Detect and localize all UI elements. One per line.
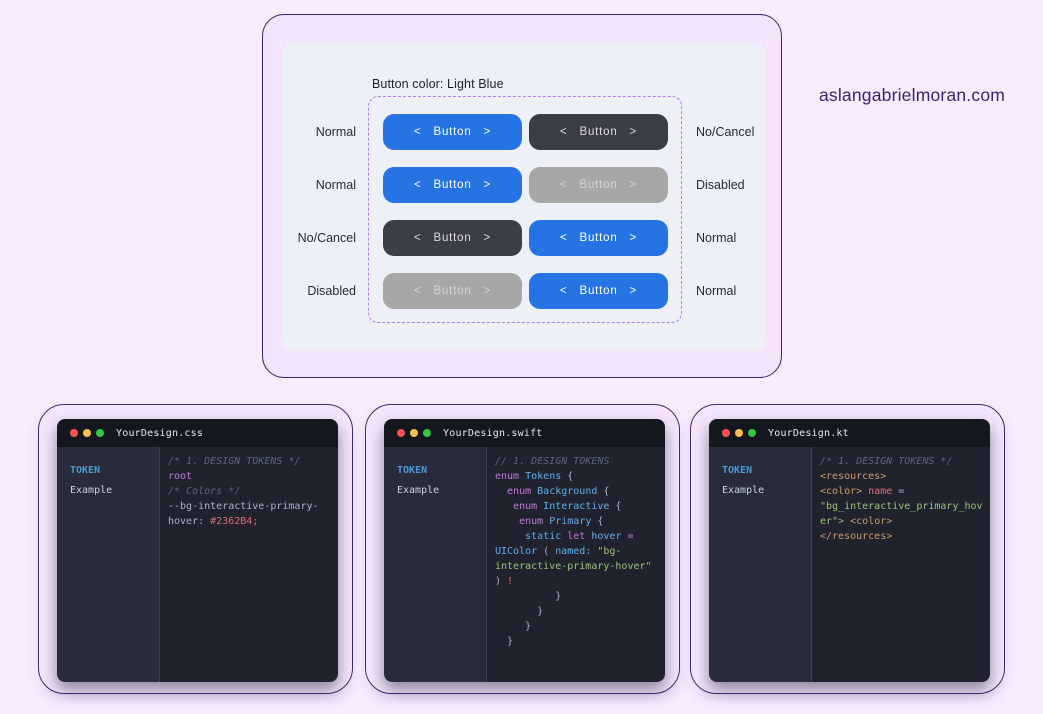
sidebar-item-example[interactable]: Example — [397, 485, 440, 496]
code-line: enum Interactive { — [513, 501, 622, 512]
sidebar-item-token[interactable]: TOKEN — [722, 465, 753, 476]
code-line: } — [495, 591, 562, 602]
demo-button[interactable]: < Button > — [383, 167, 522, 203]
sidebar-item-token[interactable]: TOKEN — [397, 465, 428, 476]
state-label-right: Normal — [696, 284, 737, 298]
code-window: YourDesign.kt TOKEN Example /* 1. DESIGN … — [709, 419, 990, 682]
code-line: <color> name = — [820, 486, 905, 497]
preview-title: Button color: Light Blue — [372, 77, 504, 91]
code-line: "bg_interactive_primary_hov — [820, 501, 983, 512]
code-line: ) ! — [495, 576, 514, 587]
state-label-right: No/Cancel — [696, 125, 755, 139]
sidebar-item-token[interactable]: TOKEN — [70, 465, 101, 476]
close-button[interactable] — [722, 429, 730, 437]
minimize-button[interactable] — [735, 429, 743, 437]
window-sidebar: TOKEN Example — [709, 447, 812, 682]
watermark-url: aslangabrielmoran.com — [818, 85, 1006, 105]
demo-button[interactable]: < Button > — [529, 167, 668, 203]
code-line: root — [168, 471, 193, 482]
window-sidebar: TOKEN Example — [384, 447, 487, 682]
traffic-lights — [397, 429, 431, 437]
demo-button[interactable]: < Button > — [529, 220, 668, 256]
code-window-card: YourDesign.css TOKEN Example /* 1. DESIGN… — [38, 404, 353, 694]
code-line: </resources> — [820, 531, 893, 542]
state-label-right: Normal — [696, 231, 737, 245]
minimize-button[interactable] — [83, 429, 91, 437]
zoom-button[interactable] — [748, 429, 756, 437]
code-line: static let hover = — [525, 531, 634, 542]
window-body: TOKEN Example /* 1. DESIGN TOKENS */ <reso… — [709, 447, 990, 682]
state-label-left: Disabled — [307, 284, 356, 298]
state-label-left: Normal — [315, 178, 356, 192]
window-title: YourDesign.css — [116, 427, 204, 439]
code-line: } — [495, 636, 514, 647]
code-window-card: YourDesign.swift TOKEN Example // 1. DESI… — [365, 404, 680, 694]
code-line: <resources> — [820, 471, 887, 482]
code-line: hover: #2362B4; — [168, 516, 259, 527]
state-row: No/Cancel < Button > < Button > Normal — [298, 220, 736, 256]
close-button[interactable] — [70, 429, 78, 437]
code-line: } — [495, 606, 544, 617]
window-title: YourDesign.kt — [768, 427, 849, 439]
window-titlebar: YourDesign.css — [57, 419, 338, 447]
code-line: UIColor ( named: "bg- — [495, 546, 622, 557]
traffic-lights — [722, 429, 756, 437]
demo-button[interactable]: < Button > — [529, 273, 668, 309]
code-window-card: YourDesign.kt TOKEN Example /* 1. DESIGN … — [690, 404, 1005, 694]
preview-inner-panel: Button color: Light Blue Normal < Button… — [283, 43, 765, 351]
button-states-dashed-box: Normal < Button > < Button > No/Cancel N… — [298, 96, 754, 323]
window-sidebar: TOKEN Example — [57, 447, 160, 682]
state-label-right: Disabled — [696, 178, 745, 192]
state-label-left: No/Cancel — [297, 231, 356, 245]
window-titlebar: YourDesign.swift — [384, 419, 665, 447]
code-line: interactive-primary-hover" — [495, 561, 652, 572]
zoom-button[interactable] — [423, 429, 431, 437]
state-row: Disabled < Button > < Button > Normal — [307, 273, 736, 309]
code-line: /* 1. DESIGN TOKENS */ — [820, 456, 953, 467]
window-title: YourDesign.swift — [443, 427, 543, 439]
code-line: /* Colors */ — [168, 486, 241, 497]
code-line: } — [495, 621, 532, 632]
demo-button[interactable]: < Button > — [383, 114, 522, 150]
sidebar-item-example[interactable]: Example — [70, 485, 113, 496]
code-window: YourDesign.swift TOKEN Example // 1. DESI… — [384, 419, 665, 682]
code-window: YourDesign.css TOKEN Example /* 1. DESIGN… — [57, 419, 338, 682]
code-line: /* 1. DESIGN TOKENS */ — [168, 456, 301, 467]
state-row: Normal < Button > < Button > No/Cancel — [316, 114, 754, 150]
window-titlebar: YourDesign.kt — [709, 419, 990, 447]
zoom-button[interactable] — [96, 429, 104, 437]
code-area: /* 1. DESIGN TOKENS */ <resources> <color>… — [812, 447, 990, 682]
code-line: // 1. DESIGN TOKENS — [495, 456, 610, 467]
code-line: --bg-interactive-primary- — [168, 501, 319, 512]
state-row: Normal < Button > < Button > Disabled — [316, 167, 745, 203]
button-preview-card: Button color: Light Blue Normal < Button… — [262, 14, 782, 378]
traffic-lights — [70, 429, 104, 437]
minimize-button[interactable] — [410, 429, 418, 437]
close-button[interactable] — [397, 429, 405, 437]
code-line: er"> <color> — [820, 516, 893, 527]
window-body: TOKEN Example // 1. DESIGN TOKENS enum Tok… — [384, 447, 665, 682]
code-area: // 1. DESIGN TOKENS enum Tokens { enum Ba… — [487, 447, 665, 682]
code-line: enum Background { — [507, 486, 610, 497]
demo-button[interactable]: < Button > — [383, 220, 522, 256]
sidebar-item-example[interactable]: Example — [722, 485, 765, 496]
code-line: enum Primary { — [519, 516, 604, 527]
demo-button[interactable]: < Button > — [383, 273, 522, 309]
state-label-left: Normal — [315, 125, 356, 139]
code-area: /* 1. DESIGN TOKENS */ root /* Colors */ --… — [160, 447, 338, 682]
code-line: enum Tokens { — [495, 471, 574, 482]
demo-button[interactable]: < Button > — [529, 114, 668, 150]
